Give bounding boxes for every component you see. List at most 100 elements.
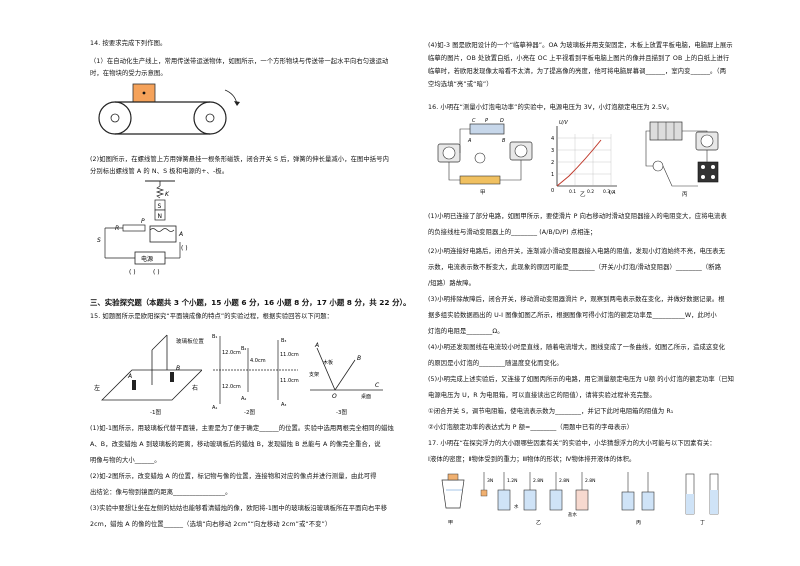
mirror-fig-1: A B 左 右 — [94, 334, 202, 401]
q15-p3b: 2cm，蜡烛 A 的像的位置______（选填“向右移动 2cm”“向左移动 2… — [90, 521, 332, 528]
circuit-jia: C P D A B — [437, 118, 533, 185]
label-salt: 盐水 — [568, 511, 577, 518]
power-label: 电源 — [141, 255, 153, 263]
ui-graph: U/V I/A 0 1 2 3 4 0.1 0.2 0.3 — [551, 120, 617, 196]
knob-4 — [711, 175, 715, 179]
label-B: B — [176, 365, 180, 372]
q17-intro: 17. 小明在“在探究浮力的大小跟哪些因素有关”的实验中，小华猜想浮力的大小可能… — [428, 440, 716, 447]
knob-3 — [701, 175, 705, 179]
q15-4c: 临摹时，若欧阳发现像太暗看不太清，为了提高像的亮度，他可将电脑屏幕调______… — [428, 68, 727, 75]
label-K: K — [165, 191, 170, 198]
knob-2 — [711, 165, 715, 169]
label-board: 木板 — [323, 359, 333, 366]
ytick-4: 4 — [551, 136, 554, 142]
rheostat — [469, 123, 505, 135]
left-pulley-hub — [110, 113, 120, 123]
dist-2: 4.0cm — [250, 358, 266, 364]
wire-3 — [459, 128, 470, 153]
q16-p2b: 示数，电流表示数不断变大，此现象的原因可能是________（开关/小灯泡/滑动… — [428, 264, 722, 271]
reading-3: 2.8N — [533, 478, 544, 484]
fig-jia — [441, 473, 465, 509]
label-B: B — [502, 138, 506, 144]
conveyor-figure — [98, 83, 240, 135]
left-column: 14. 按要求完成下列作图。 （1）在自动化生产线上，常用传送带运送物体，如图所… — [90, 40, 411, 528]
glass-OB — [334, 359, 356, 391]
reading-4: 2.8N — [559, 478, 570, 484]
q16-p4a: (4)小明还发现图线在电流较小时是直线，随着电流增大，图线变成了一条曲线，如图乙… — [428, 344, 726, 351]
ytick-3: 3 — [551, 148, 554, 154]
battery — [459, 175, 501, 185]
label-P: P — [485, 118, 488, 124]
wire-2 — [645, 130, 653, 167]
bracket-1: ( ) — [129, 269, 136, 276]
board-OA — [316, 347, 336, 391]
label-A: A — [178, 231, 183, 238]
buoyancy-figures: 甲 3N 1.2N 2.8N 2.8N 2.8N 水 盐水 乙 — [441, 472, 719, 526]
label-A2: A₂ — [241, 396, 246, 402]
wire-3 — [662, 165, 698, 187]
label-C: C — [472, 118, 476, 124]
wire-2 — [500, 160, 522, 181]
label-A: A — [314, 342, 319, 349]
mirror-fig-3: A B O C 木板 支架 桌面 — [309, 342, 383, 400]
label-R: R — [115, 225, 119, 232]
q16-p3c: 灯泡的电阻是________Ω。 — [428, 328, 504, 335]
rotation-arrow-head — [234, 101, 240, 106]
label-A1: A₁ — [212, 405, 217, 411]
ui-curve — [556, 139, 602, 187]
label-B: B — [357, 355, 361, 362]
graph-xlabel: I/A — [609, 190, 616, 196]
wire-1 — [448, 162, 460, 181]
ammeter-dial — [700, 134, 714, 148]
label-B1: B₁ — [212, 334, 217, 340]
q15-intro: 15. 如题图所示是欧阳探究“平面镜成像的特点”的实验过程，根据实验回答以下问题… — [90, 313, 334, 320]
label-B3: B₃ — [281, 338, 286, 344]
q14-p1b: 时，在物块的受力示意图。 — [90, 70, 167, 77]
bracket-2: ( ) — [153, 269, 160, 276]
q16-p2a: (2)小明连接好电路后，闭合开关，连渐减小滑动变阻器接入电路的阻值，发现小灯泡始… — [428, 248, 726, 255]
xtick-1: 0.1 — [569, 189, 576, 195]
label-D: D — [500, 118, 504, 124]
q14-p1a: （1）在自动化生产线上，常用传送带运送物体，如图所示，一个方形物块与传送带一起水… — [90, 58, 389, 65]
q14-title: 14. 按要求完成下列作图。 — [90, 40, 167, 47]
fig-ding — [685, 473, 719, 515]
caption-bing: 丙 — [682, 192, 688, 198]
label-A: A — [467, 138, 472, 144]
q16-p2c: /短路）路故障。 — [428, 280, 475, 287]
q16-p5c: ①闭合开关 S，调节电阻箱，使电流表示数为________，并记下此时电阻箱的阻… — [428, 408, 674, 415]
reading-2: 1.2N — [507, 478, 518, 484]
q14-p2a: (2)如图所示，在螺线管上方用弹簧悬挂一根条形磁铁，闭合开关 S 后，弹簧的伸长… — [90, 156, 389, 163]
graph-ylabel: U/V — [559, 120, 568, 126]
fig2-caption: -2图 — [244, 410, 255, 416]
cap-ding: 丁 — [700, 520, 705, 526]
q16-p1a: (1)小明已连接了部分电路，如图甲所示，要使滑片 P 向右移动时滑动变阻器接入的… — [428, 213, 727, 220]
q15-4a: (4)如-3 图是欧阳设计的一个“临摹神器”。OA 为玻璃板并用支架固定，木板上… — [428, 42, 733, 49]
q16-p1b: 的负接线柱与滑动变阻器上的________ (A/B/D/P) 点相连； — [428, 229, 597, 236]
ytick-1: 1 — [551, 172, 554, 178]
q16-p3a: (3)小明排除故障后，闭合开关，移动滑动变阻器滑片 P，观察到两电表示数在变化，… — [428, 296, 725, 303]
q16-p5d: ②小灯泡额定功率的表达式为 P 额=________（用题中已有的字母表示） — [428, 424, 634, 431]
right-pulley-hub — [205, 113, 215, 123]
fig1-caption: -1图 — [150, 410, 161, 416]
graph-grid — [556, 126, 617, 187]
label-right: 右 — [192, 384, 198, 392]
q15-p2b: 出结论：像与物到镜面的距离________________。 — [90, 489, 232, 496]
voltmeter-dial — [442, 146, 456, 160]
q16-p4b: 的原因是小灯泡的________随温度变化而变化。 — [428, 360, 563, 367]
xtick-3: 0.3 — [603, 189, 610, 195]
left-pulley — [98, 101, 132, 135]
candle-A — [132, 380, 136, 390]
cap-bing: 丙 — [636, 520, 641, 526]
right-column: (4)如-3 图是欧阳设计的一个“临摹神器”。OA 为玻璃板并用支架固定，木板上… — [420, 0, 800, 566]
label-A3: A₃ — [281, 402, 286, 408]
q14-p2b: 分别标出螺线管 A 的 N、S 极和电源的+、-极。 — [90, 168, 229, 175]
bulb — [474, 152, 486, 164]
magnet-S-label: S — [158, 203, 162, 210]
label-left: 左 — [94, 384, 100, 392]
resistance-box — [697, 161, 719, 183]
dist-4: 11.0cm — [280, 352, 299, 358]
label-C: C — [375, 382, 380, 389]
q16-p5a: (5)小明完成上述实验后，又连接了如图丙所示的电路，用它测量额定电压为 U额 的… — [428, 376, 734, 383]
graph-origin: 0 — [551, 188, 554, 194]
q15-p1c: 明像与物的大小______。 — [90, 457, 161, 464]
